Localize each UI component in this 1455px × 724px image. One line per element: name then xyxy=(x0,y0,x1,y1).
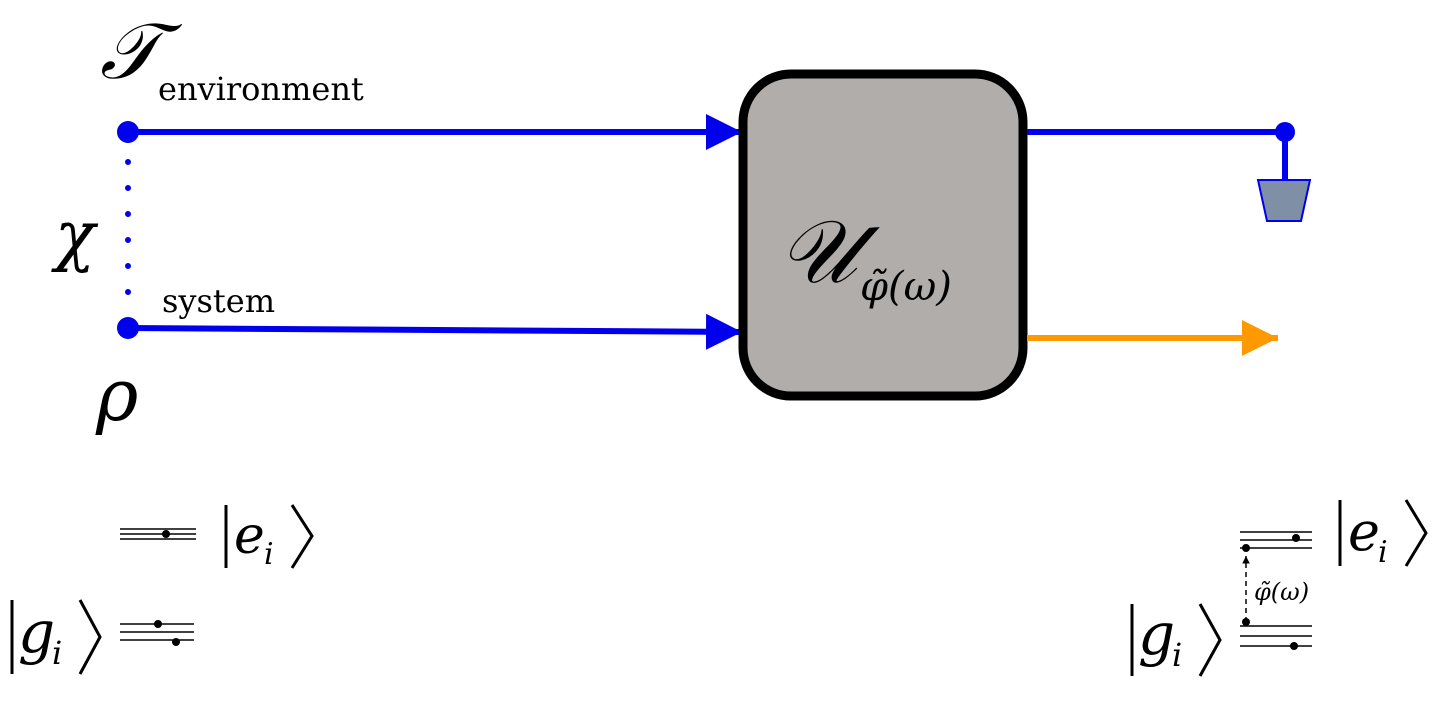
gate-box xyxy=(738,69,1028,401)
right-ground-population-dot-2 xyxy=(1290,642,1298,650)
right-excited-population-dot-1 xyxy=(1292,534,1300,542)
left-ground-ket: g i xyxy=(10,598,102,675)
environment-label: environment xyxy=(158,70,364,108)
right-excited-population-dot-2 xyxy=(1242,544,1250,552)
left-ground-population-dot-2 xyxy=(172,638,180,646)
environment-output xyxy=(1027,122,1312,222)
correlation-symbol: χ xyxy=(51,197,99,274)
right-excited-ket: e i xyxy=(1338,499,1428,570)
system-label: system xyxy=(162,282,275,320)
left-excited-levels xyxy=(120,528,196,540)
system-node xyxy=(117,317,139,339)
left-ground-population-dot-1 xyxy=(154,620,162,628)
right-ground-letter: g xyxy=(1138,600,1175,668)
right-ground-ket: g i xyxy=(1130,600,1222,677)
left-ground-levels xyxy=(120,620,194,646)
system-symbol: ρ xyxy=(95,353,138,437)
left-energy-levels: e i g i xyxy=(10,504,314,675)
right-ground-population-dot-1 xyxy=(1242,618,1250,626)
trash-detector-icon xyxy=(1256,179,1312,222)
left-excited-population-dot xyxy=(162,530,170,538)
unitary-gate: 𝒰 φ̃(ω) xyxy=(738,69,1028,401)
system-input: system ρ xyxy=(95,282,743,437)
environment-input: 𝒯 environment xyxy=(100,7,742,150)
environment-node xyxy=(117,121,139,143)
left-ground-letter: g xyxy=(18,598,55,666)
transition-label: φ̃(ω) xyxy=(1254,578,1309,606)
left-ground-index: i xyxy=(52,634,62,672)
right-ground-index: i xyxy=(1172,636,1182,674)
right-excited-index: i xyxy=(1378,535,1388,570)
right-excited-letter: e xyxy=(1348,500,1380,563)
right-excited-levels xyxy=(1240,531,1312,552)
right-energy-levels: e i φ̃(ω) g i xyxy=(1130,499,1428,677)
right-ground-levels xyxy=(1240,618,1312,650)
left-excited-index: i xyxy=(264,537,274,572)
left-excited-ket: e i xyxy=(224,504,314,572)
transition-arrow: φ̃(ω) xyxy=(1242,556,1309,622)
left-excited-letter: e xyxy=(234,506,265,566)
correlation-link: χ xyxy=(51,159,131,303)
system-wire xyxy=(127,313,743,350)
gate-subscript: φ̃(ω) xyxy=(860,264,952,310)
